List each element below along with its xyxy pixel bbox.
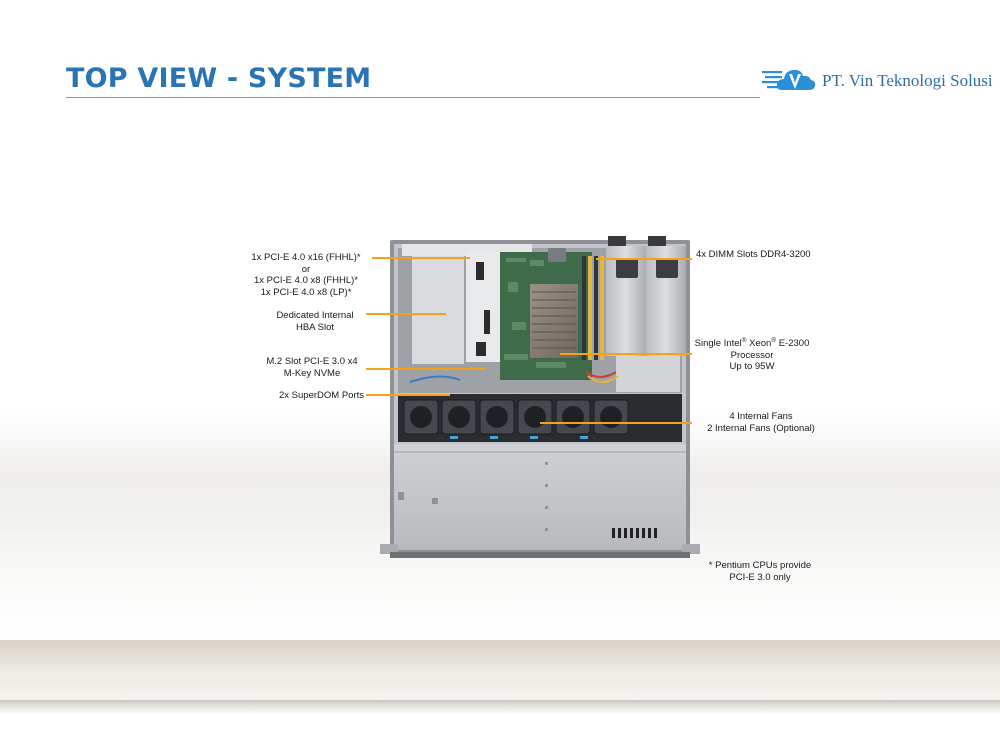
leader-fans bbox=[540, 422, 692, 424]
leader-pcie bbox=[372, 257, 470, 259]
title-underline bbox=[66, 97, 760, 98]
callout-superdom: 2x SuperDOM Ports bbox=[279, 390, 364, 401]
background-table-edge bbox=[0, 640, 1000, 702]
company-logo: PT. Vin Teknologi Solusi bbox=[762, 62, 993, 98]
leader-m2 bbox=[366, 368, 486, 370]
callout-cpu: Single Intel® Xeon® E-2300 Processor Up … bbox=[694, 337, 810, 373]
callout-m2-slot: M.2 Slot PCI-E 3.0 x4 M-Key NVMe bbox=[266, 356, 358, 379]
footnote-pentium: * Pentium CPUs provide PCI-E 3.0 only bbox=[708, 560, 812, 583]
company-name: PT. Vin Teknologi Solusi bbox=[822, 71, 993, 90]
callout-dimm-slots: 4x DIMM Slots DDR4-3200 bbox=[696, 249, 811, 260]
callout-fans: 4 Internal Fans 2 Internal Fans (Optiona… bbox=[707, 411, 815, 434]
background-table-shadow bbox=[0, 700, 1000, 714]
cloud-v-icon bbox=[762, 69, 816, 90]
server-top-view-image bbox=[380, 236, 700, 558]
callout-hba-slot: Dedicated Internal HBA Slot bbox=[276, 310, 354, 333]
leader-hba bbox=[366, 313, 446, 315]
leader-dimm bbox=[596, 258, 692, 260]
callout-pcie: 1x PCI-E 4.0 x16 (FHHL)* or 1x PCI-E 4.0… bbox=[251, 252, 361, 298]
leader-superdom bbox=[366, 394, 450, 396]
leader-cpu bbox=[560, 353, 692, 355]
page-title: TOP VIEW - SYSTEM bbox=[66, 63, 372, 94]
